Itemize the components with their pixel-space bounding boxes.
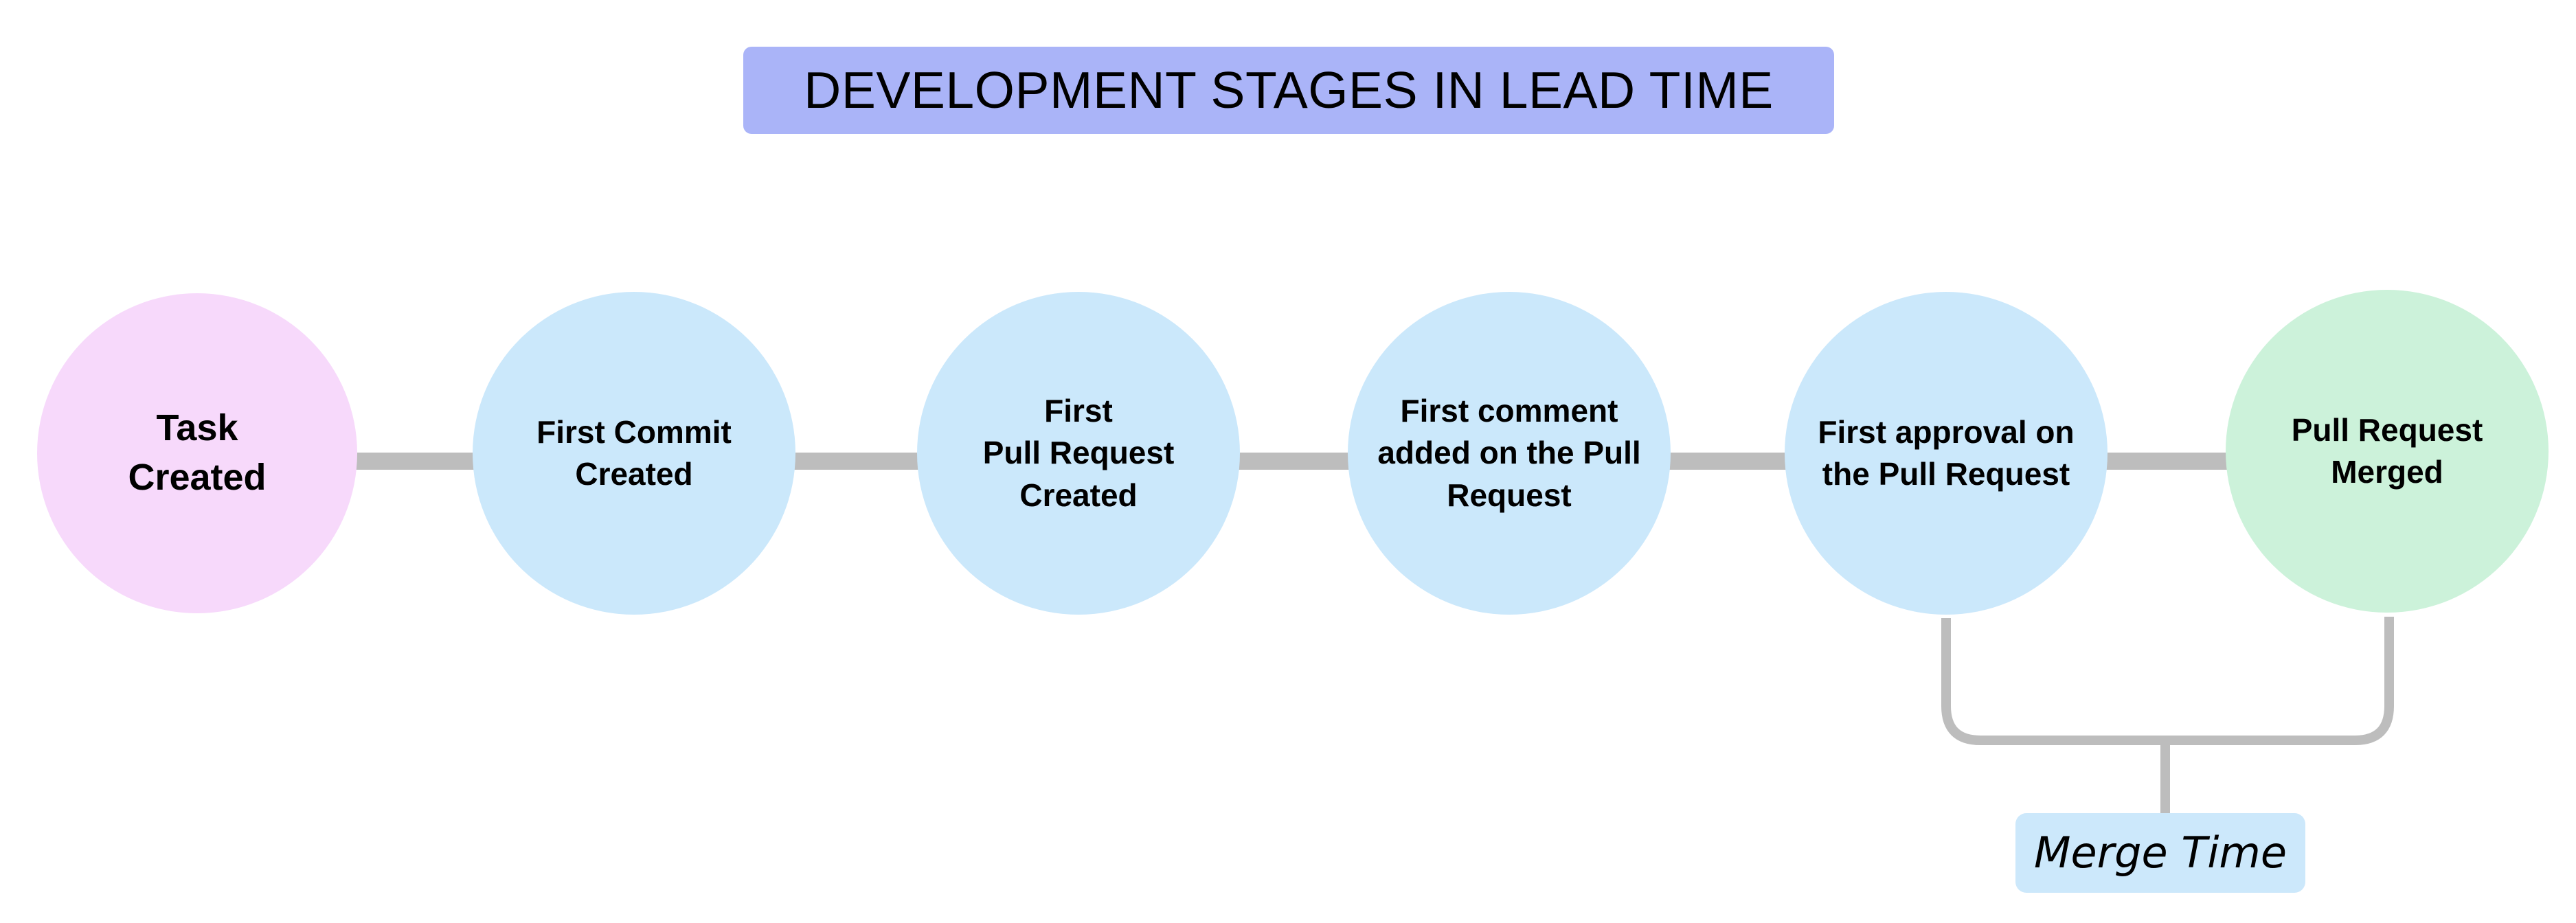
merge-time-label: Merge Time (2034, 828, 2287, 878)
page-title: DEVELOPMENT STAGES IN LEAD TIME (804, 61, 1774, 119)
diagram-title-banner: DEVELOPMENT STAGES IN LEAD TIME (743, 47, 1834, 134)
stage-node-first-pull-request-created[interactable]: First Pull Request Created (917, 292, 1240, 615)
merge-time-callout[interactable]: Merge Time (2015, 813, 2305, 893)
stage-label: First Commit Created (536, 413, 732, 492)
stage-label: First approval on the Pull Request (1818, 413, 2075, 492)
stage-node-task-created[interactable]: Task Created (37, 293, 357, 613)
stage-label: Pull Request Merged (2291, 411, 2483, 490)
connector-2-3 (791, 453, 922, 470)
connector-5-6 (2103, 453, 2230, 470)
stage-label: First comment added on the Pull Request (1377, 393, 1641, 513)
stage-node-first-comment-on-pull-request[interactable]: First comment added on the Pull Request (1348, 292, 1671, 615)
connector-1-2 (354, 453, 477, 470)
stage-label: First Pull Request Created (982, 393, 1175, 513)
stage-label: Task Created (128, 407, 267, 498)
connector-4-5 (1667, 453, 1789, 470)
stage-node-first-commit-created[interactable]: First Commit Created (473, 292, 795, 615)
merge-time-bracket (1941, 617, 2394, 745)
stage-node-pull-request-merged[interactable]: Pull Request Merged (2226, 290, 2549, 613)
connector-3-4 (1236, 453, 1352, 470)
merge-time-stem (2160, 740, 2170, 816)
stage-node-first-approval-on-pull-request[interactable]: First approval on the Pull Request (1785, 292, 2108, 615)
